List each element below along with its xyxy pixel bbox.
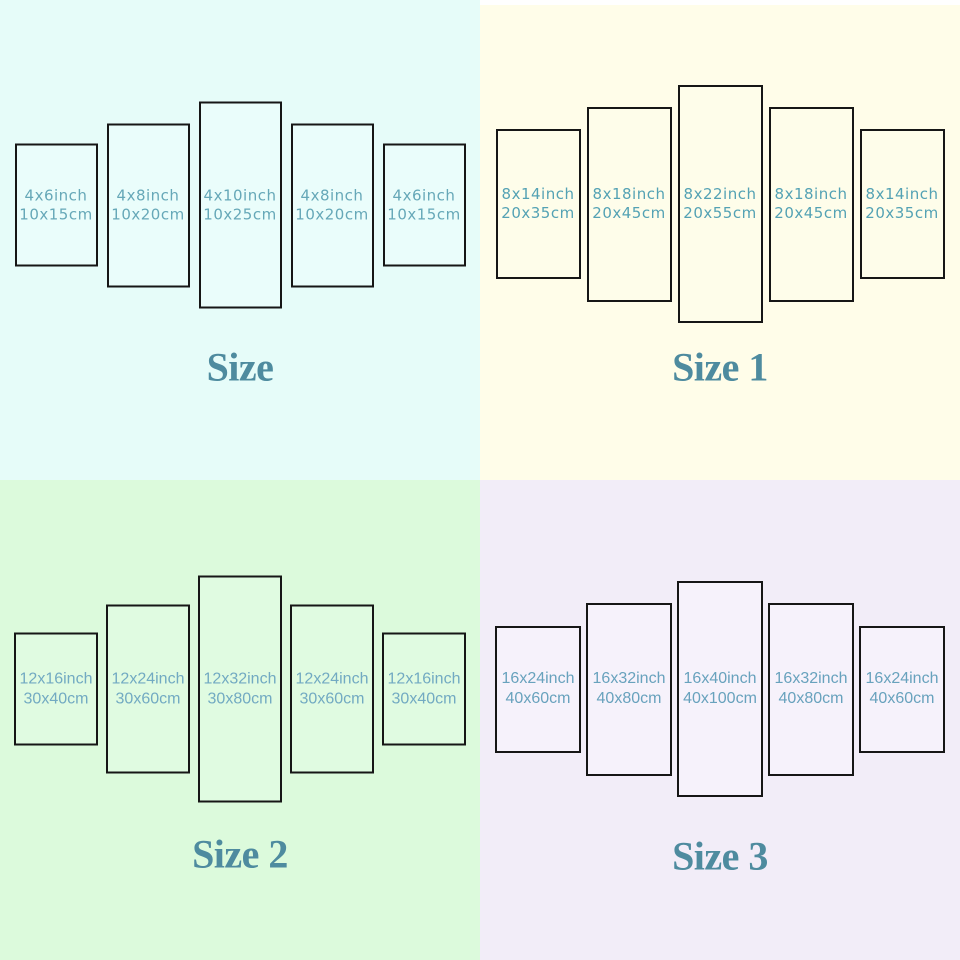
panel-size-cm-label: 20x45cm	[592, 204, 666, 222]
panel-size-cm-label: 10x15cm	[19, 205, 93, 223]
quadrant-title: Size	[206, 344, 274, 390]
panel-size-cm-label: 40x100cm	[683, 690, 757, 707]
panel-size-inch-label: 12x24inch	[111, 670, 185, 687]
panel-size-cm-label: 30x40cm	[391, 690, 457, 707]
panel-size-cm-label: 20x35cm	[865, 204, 939, 222]
panel-size-inch-label: 12x24inch	[295, 670, 369, 687]
panel-size-inch-label: 4x8inch	[116, 186, 180, 204]
panel-size-inch-label: 16x24inch	[501, 670, 575, 687]
panel-size-inch-label: 16x40inch	[683, 670, 757, 687]
panel-size-inch-label: 4x6inch	[24, 186, 88, 204]
panel-size-cm-label: 20x55cm	[683, 204, 757, 222]
panel-size-cm-label: 40x60cm	[869, 690, 935, 707]
panel-size-cm-label: 30x60cm	[115, 690, 181, 707]
panel-size-inch-label: 16x32inch	[592, 670, 666, 687]
quadrant-size-2: 12x16inch 30x40cm 12x24inch 30x60cm 12x32inc…	[0, 480, 480, 960]
canvas-panel: 12x24inch 30x60cm	[290, 604, 374, 774]
quadrant-title: Size 1	[672, 344, 768, 390]
panel-size-inch-label: 16x32inch	[774, 670, 848, 687]
panel-size-cm-label: 40x80cm	[778, 690, 844, 707]
panel-size-inch-label: 12x16inch	[19, 670, 93, 687]
white-edge-strip	[480, 0, 960, 5]
canvas-panel: 16x24inch 40x60cm	[495, 625, 581, 753]
panel-size-inch-label: 8x22inch	[683, 185, 757, 203]
panel-size-cm-label: 30x40cm	[23, 690, 89, 707]
panel-size-cm-label: 10x20cm	[111, 205, 185, 223]
panel-size-inch-label: 12x16inch	[387, 670, 461, 687]
canvas-panel: 16x32inch 40x80cm	[768, 602, 854, 776]
panel-size-cm-label: 40x60cm	[505, 690, 571, 707]
canvas-panel: 16x32inch 40x80cm	[586, 602, 672, 776]
panel-size-inch-label: 16x24inch	[865, 670, 939, 687]
canvas-panel: 16x40inch 40x100cm	[677, 581, 763, 797]
quadrant-title: Size 3	[672, 833, 768, 879]
panel-size-inch-label: 8x14inch	[501, 185, 575, 203]
panel-size-cm-label: 30x80cm	[207, 690, 273, 707]
panel-size-inch-label: 8x18inch	[774, 185, 848, 203]
quadrant-title: Size 2	[192, 831, 288, 877]
panel-size-cm-label: 10x20cm	[295, 205, 369, 223]
panel-size-inch-label: 8x18inch	[592, 185, 666, 203]
panel-size-inch-label: 4x10inch	[203, 186, 277, 204]
panel-size-inch-label: 12x32inch	[203, 670, 277, 687]
panel-row: 12x16inch 30x40cm 12x24inch 30x60cm 12x32inc…	[0, 575, 480, 803]
canvas-panel: 12x16inch 30x40cm	[14, 632, 98, 746]
canvas-panel: 16x24inch 40x60cm	[859, 625, 945, 753]
panel-size-inch-label: 4x8inch	[300, 186, 364, 204]
panel-size-cm-label: 20x35cm	[501, 204, 575, 222]
quadrant-size-3: 16x24inch 40x60cm 16x32inch 40x80cm 16x40inc…	[480, 480, 960, 960]
canvas-panel: 12x16inch 30x40cm	[382, 632, 466, 746]
canvas-panel: 12x32inch 30x80cm	[198, 575, 282, 803]
panel-size-cm-label: 10x15cm	[387, 205, 461, 223]
canvas-panel: 12x24inch 30x60cm	[106, 604, 190, 774]
panel-size-cm-label: 30x60cm	[299, 690, 365, 707]
panel-size-inch-label: 8x14inch	[865, 185, 939, 203]
panel-size-cm-label: 20x45cm	[774, 204, 848, 222]
panel-size-inch-label: 4x6inch	[392, 186, 456, 204]
panel-size-cm-label: 40x80cm	[596, 690, 662, 707]
panel-row: 16x24inch 40x60cm 16x32inch 40x80cm 16x40inc…	[480, 581, 960, 797]
panel-size-cm-label: 10x25cm	[203, 205, 277, 223]
